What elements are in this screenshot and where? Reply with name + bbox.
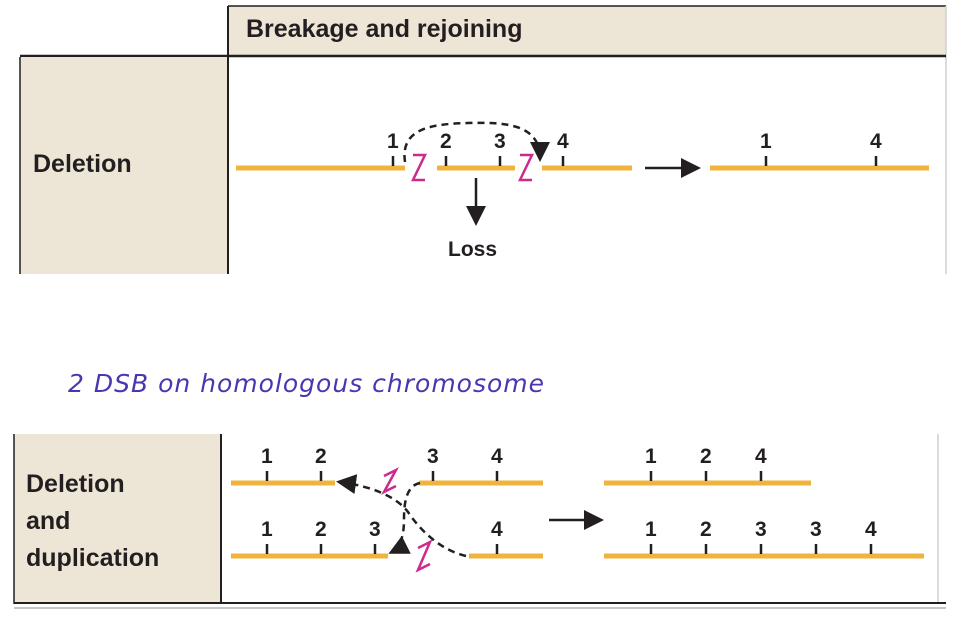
gene-marker: 2 [440, 130, 452, 153]
deletion-duplication-panel: Deletion and duplication [13, 434, 946, 609]
gene-marker: 4 [870, 130, 882, 153]
gene-marker: 4 [865, 518, 877, 541]
gene-marker: 1 [760, 130, 772, 153]
crossover-arrow [388, 481, 421, 554]
rejoin-arrow [403, 121, 550, 163]
gene-marker: 4 [755, 445, 767, 468]
gene-marker: 1 [645, 445, 657, 468]
gene-marker: 3 [494, 130, 506, 153]
gene-marker: 3 [427, 445, 439, 468]
deletion-row-label: Deletion [33, 150, 132, 178]
gene-marker: 3 [369, 518, 381, 541]
handwritten-note: 2 DSB on homologous chromosome [68, 369, 545, 398]
double-strand-break-icon [380, 467, 400, 495]
gene-marker: 4 [491, 518, 503, 541]
gene-marker: 2 [315, 445, 327, 468]
deletion-duplication-label-cell [14, 434, 221, 602]
deletion-duplication-label: Deletion [26, 470, 125, 498]
header-bar [228, 6, 946, 56]
gene-marker: 1 [645, 518, 657, 541]
deletion-duplication-label: and [26, 507, 70, 535]
double-strand-break-icon [411, 153, 427, 182]
double-strand-break-icon [415, 539, 433, 573]
gene-marker: 4 [557, 130, 569, 153]
gene-marker: 2 [315, 518, 327, 541]
gene-marker: 2 [700, 445, 712, 468]
gene-marker: 1 [261, 445, 273, 468]
gene-marker: 3 [755, 518, 767, 541]
gene-marker: 1 [387, 130, 399, 153]
gene-marker: 1 [261, 518, 273, 541]
loss-label: Loss [448, 238, 497, 261]
deletion-panel: Breakage and rejoining Deletion 1 2 3 4 … [19, 5, 947, 274]
deletion-label-cell [20, 57, 227, 274]
gene-marker: 2 [700, 518, 712, 541]
crossover-arrow [336, 474, 467, 558]
double-strand-break-icon [518, 153, 534, 182]
gene-marker: 3 [810, 518, 822, 541]
header-title: Breakage and rejoining [246, 15, 522, 43]
gene-marker: 4 [491, 445, 503, 468]
deletion-duplication-label: duplication [26, 544, 159, 572]
